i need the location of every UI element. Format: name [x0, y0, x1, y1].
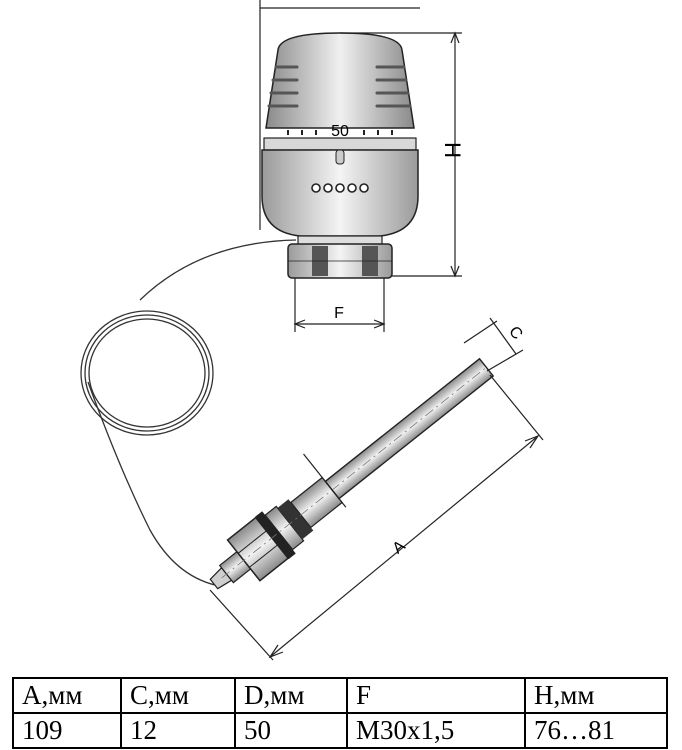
grip-ribs-left — [267, 65, 299, 108]
table-cell: 50 — [234, 712, 348, 749]
label-a: A — [390, 537, 409, 557]
grip-ribs-right — [375, 65, 412, 108]
dial-marking: 50 — [331, 123, 349, 140]
capillary-tube — [80, 239, 297, 586]
table-row: 109 12 50 M30x1,5 76…81 — [12, 712, 668, 749]
setting-dots — [311, 183, 369, 193]
label-h: H — [440, 142, 465, 158]
technical-drawing: 50 H — [80, 0, 544, 661]
dial-scale-ticks — [287, 130, 393, 135]
dimension-c — [463, 317, 524, 372]
union-nut — [287, 243, 393, 279]
thermostat-head: 50 — [263, 32, 417, 151]
dimension-a — [209, 374, 544, 661]
label-c: C — [505, 323, 525, 343]
table-cell: M30x1,5 — [346, 712, 526, 749]
table-header-cell: A,мм — [12, 677, 122, 714]
label-f: F — [334, 305, 344, 322]
dimension-top — [259, 0, 420, 230]
dimension-h — [340, 31, 462, 278]
table-cell: 109 — [12, 712, 122, 749]
spec-table: A,мм C,мм D,мм F H,мм 109 12 50 M30x1,5 … — [12, 677, 668, 749]
thermostat-body — [261, 149, 419, 247]
table-cell: 76…81 — [524, 712, 668, 749]
table-header-cell: H,мм — [524, 677, 668, 714]
table-header-cell: F — [346, 677, 526, 714]
table-cell: 12 — [120, 712, 236, 749]
dimension-f — [293, 278, 386, 332]
table-header-row: A,мм C,мм D,мм F H,мм — [12, 677, 668, 714]
immersion-sensor — [209, 357, 495, 590]
table-header-cell: C,мм — [120, 677, 236, 714]
table-header-cell: D,мм — [234, 677, 348, 714]
